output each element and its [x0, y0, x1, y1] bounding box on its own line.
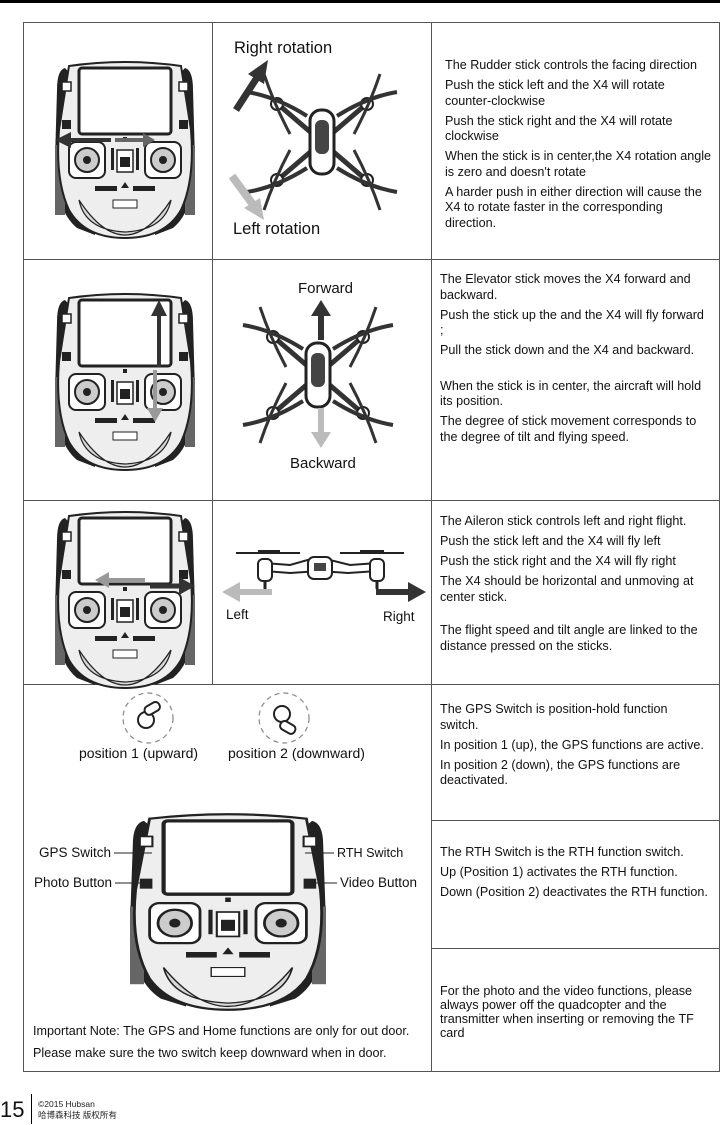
left-rotation-label: Left rotation: [233, 220, 321, 238]
text-line: The RTH Switch is the RTH function switc…: [440, 845, 684, 859]
row-divider: [23, 259, 720, 260]
elevator-description: The Elevator stick moves the X4 forward …: [440, 272, 708, 450]
right-arrow-icon: [376, 582, 426, 602]
column-divider: [212, 22, 213, 684]
text-line: Push the stick right and the X4 will fly…: [440, 554, 676, 568]
text-line: The Elevator stick moves the X4 forward …: [440, 272, 691, 302]
position-2-label: position 2 (downward): [228, 745, 365, 761]
rth-description: The RTH Switch is the RTH function switc…: [440, 845, 708, 905]
text-line: For the photo and the video functions, p…: [440, 984, 694, 1040]
right-rotation-arrow-icon: [233, 60, 268, 112]
text-line: A harder push in either direction will c…: [445, 184, 702, 230]
position-1-label: position 1 (upward): [79, 745, 199, 761]
text-line: When the stick is in center, the aircraf…: [440, 378, 702, 409]
left-label: Left: [226, 607, 249, 622]
text-line: When the stick is in center,the X4 rotat…: [445, 149, 712, 179]
copyright-text: ©2015 Hubsan: [38, 1099, 95, 1109]
text-line: The degree of stick movement corresponds…: [440, 414, 697, 444]
text-line: The Aileron stick controls left and righ…: [440, 514, 687, 528]
transmitter-elevator-illustration: [53, 292, 197, 472]
important-note: Important Note: The GPS and Home functio…: [33, 1024, 410, 1038]
gps-switch-label: GPS Switch: [39, 845, 112, 860]
transmitter-aileron-illustration: [53, 510, 197, 690]
text-line: The GPS Switch is position-hold function…: [440, 702, 668, 732]
row-divider: [431, 948, 720, 949]
left-arrow-icon: [222, 582, 272, 602]
photo-button-label: Photo Button: [34, 875, 113, 890]
left-rotation-arrow-icon: [228, 173, 264, 220]
switch-up-icon: [122, 692, 174, 744]
video-button-label: Video Button: [340, 875, 418, 890]
text-line: Push the stick right and the X4 will rot…: [445, 113, 673, 144]
text-line: The flight speed and tilt angle are link…: [440, 623, 698, 653]
forward-arrow-icon: [311, 300, 331, 340]
row-divider: [23, 500, 720, 501]
backward-arrow-icon: [311, 408, 331, 448]
footer-divider: [31, 1094, 32, 1124]
gps-description: The GPS Switch is position-hold function…: [440, 702, 708, 793]
aileron-description: The Aileron stick controls left and righ…: [440, 514, 708, 659]
transmitter-rudder-illustration: [53, 60, 197, 240]
text-line: The X4 should be horizontal and unmoving…: [440, 574, 694, 604]
top-rule: [0, 0, 720, 3]
rth-switch-label: RTH Switch: [337, 846, 404, 860]
forward-label: Forward: [298, 280, 354, 297]
switch-down-icon: [258, 692, 310, 744]
photo-video-description: For the photo and the video functions, p…: [440, 984, 708, 1045]
copyright: ©2015 Hubsan 哈博森科技 版权所有: [38, 1099, 117, 1121]
text-line: The Rudder stick controls the facing dir…: [445, 58, 697, 72]
drone-side-view-illustration: [236, 550, 404, 589]
text-line: Up (Position 1) activates the RTH functi…: [440, 865, 678, 879]
indoor-note: Please make sure the two switch keep dow…: [33, 1046, 387, 1060]
column-divider: [431, 22, 432, 1072]
text-line: Push the stick left and the X4 will rota…: [445, 78, 665, 108]
rudder-description: The Rudder stick controls the facing dir…: [445, 58, 713, 236]
row-divider: [431, 820, 720, 821]
text-line: Push the stick up the and the X4 will fl…: [440, 307, 704, 338]
company-text: 哈博森科技 版权所有: [38, 1110, 117, 1120]
right-rotation-label: Right rotation: [234, 39, 333, 57]
text-line: Pull the stick down and the X4 and backw…: [440, 343, 695, 357]
text-line: Push the stick left and the X4 will fly …: [440, 534, 661, 548]
page-number: 15: [0, 1097, 25, 1122]
text-line: Down (Position 2) deactivates the RTH fu…: [440, 885, 708, 899]
right-label: Right: [383, 609, 415, 624]
row-divider: [23, 684, 720, 685]
backward-label: Backward: [290, 455, 356, 472]
text-line: In position 2 (down), the GPS functions …: [440, 757, 681, 788]
text-line: In position 1 (up), the GPS functions ar…: [440, 737, 704, 752]
